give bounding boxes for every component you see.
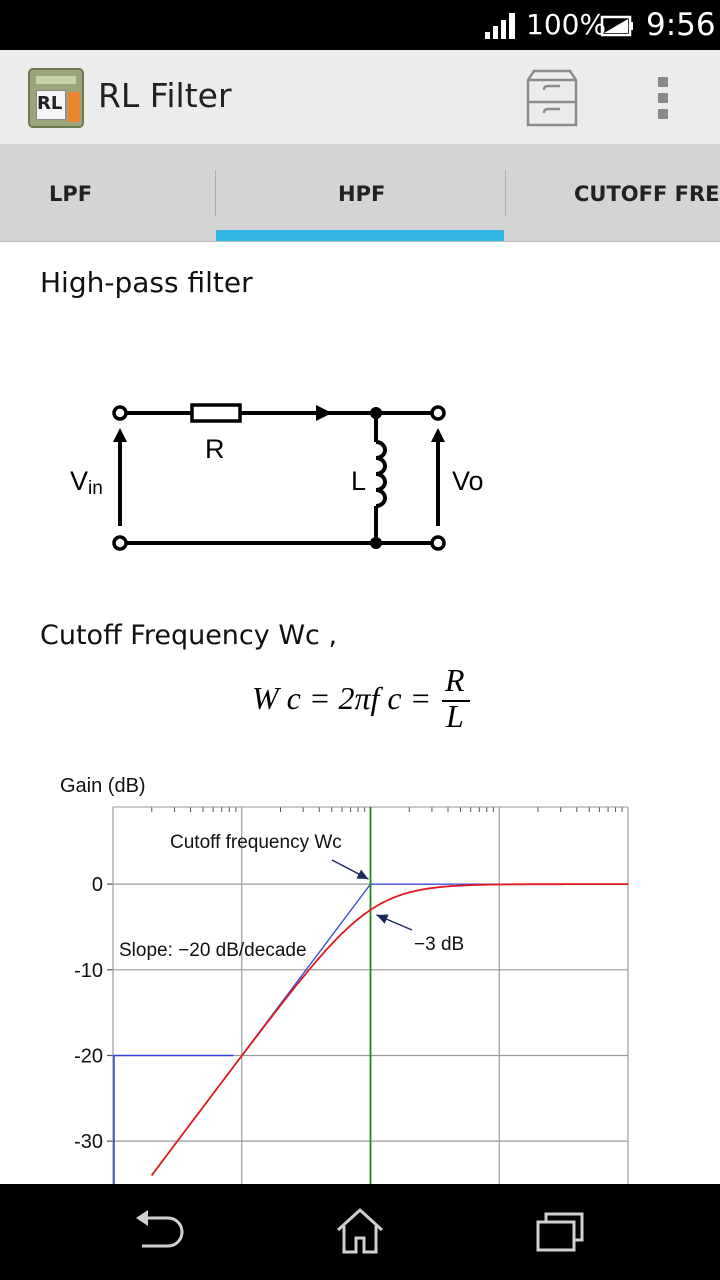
annotation-cutoff-arrow-head — [356, 869, 369, 880]
bode-plot: Gain (dB) 0 -10 -20 -30 Cutoff frequency Wc… — [60, 775, 629, 1184]
cutoff-formula: W c = 2πf c = R L — [252, 662, 482, 742]
action-bar: RL RL Filter — [0, 50, 720, 144]
battery-percent: 100% — [526, 8, 607, 41]
fraction-bar — [442, 700, 470, 702]
formula-denominator: L — [446, 698, 464, 734]
tab-cutoff-freq[interactable]: CUTOFF FREC — [506, 144, 720, 241]
app-icon-text: RL — [37, 93, 63, 114]
calculator-icon: RL — [28, 68, 84, 128]
tab-bar: LPF HPF CUTOFF FREC — [0, 144, 720, 242]
tab-divider — [505, 170, 506, 216]
home-icon[interactable] — [334, 1206, 386, 1256]
formula-numerator: R — [445, 662, 465, 698]
app-title: RL Filter — [98, 76, 232, 115]
inductor-label: L — [351, 466, 366, 496]
tab-cutoff-freq-label: CUTOFF FREC — [574, 182, 720, 206]
annotation-minus3db: −3 dB — [414, 934, 464, 955]
clock: 9:56 — [646, 7, 716, 43]
recent-apps-icon[interactable] — [534, 1208, 586, 1254]
circuit-diagram: R L Vin Vo — [70, 403, 484, 551]
resistor-label: R — [205, 434, 225, 464]
tab-lpf[interactable]: LPF — [0, 144, 216, 241]
tab-divider — [215, 170, 216, 216]
gain-curve — [150, 883, 628, 1176]
current-arrow — [316, 405, 332, 421]
tab-hpf[interactable]: HPF — [216, 144, 504, 241]
overflow-menu-icon[interactable] — [656, 77, 670, 119]
signal-icon — [485, 13, 515, 39]
annotation-minus3db-arrow-head — [376, 914, 389, 924]
y-tick-label: 0 — [92, 874, 103, 896]
annotation-slope: Slope: −20 dB/decade — [119, 940, 307, 961]
y-tick-label: -10 — [74, 960, 103, 982]
navigation-bar — [0, 1184, 720, 1280]
app-icon[interactable]: RL — [24, 66, 88, 130]
content-scroll[interactable]: High-pass filter — [0, 242, 720, 1184]
status-bar: 100% 9:56 — [0, 0, 720, 50]
y-axis-label: Gain (dB) — [60, 775, 146, 797]
battery-icon — [600, 15, 633, 37]
y-tick-label: -30 — [74, 1131, 103, 1153]
cutoff-heading: Cutoff Frequency Wc , — [40, 620, 338, 651]
annotation-cutoff: Cutoff frequency Wc — [170, 832, 342, 853]
tab-hpf-label: HPF — [338, 182, 386, 206]
filter-heading: High-pass filter — [40, 266, 253, 299]
formula-lhs: W c = 2πf c = — [252, 680, 432, 716]
input-voltage-label: Vin — [70, 466, 103, 499]
y-tick-label: -20 — [74, 1045, 103, 1067]
file-cabinet-icon[interactable] — [526, 68, 578, 128]
resistor — [190, 403, 242, 423]
output-voltage-label: Vo — [452, 466, 484, 496]
tab-selected-indicator — [216, 230, 504, 241]
tab-lpf-label: LPF — [49, 182, 93, 206]
back-icon[interactable] — [132, 1208, 188, 1252]
